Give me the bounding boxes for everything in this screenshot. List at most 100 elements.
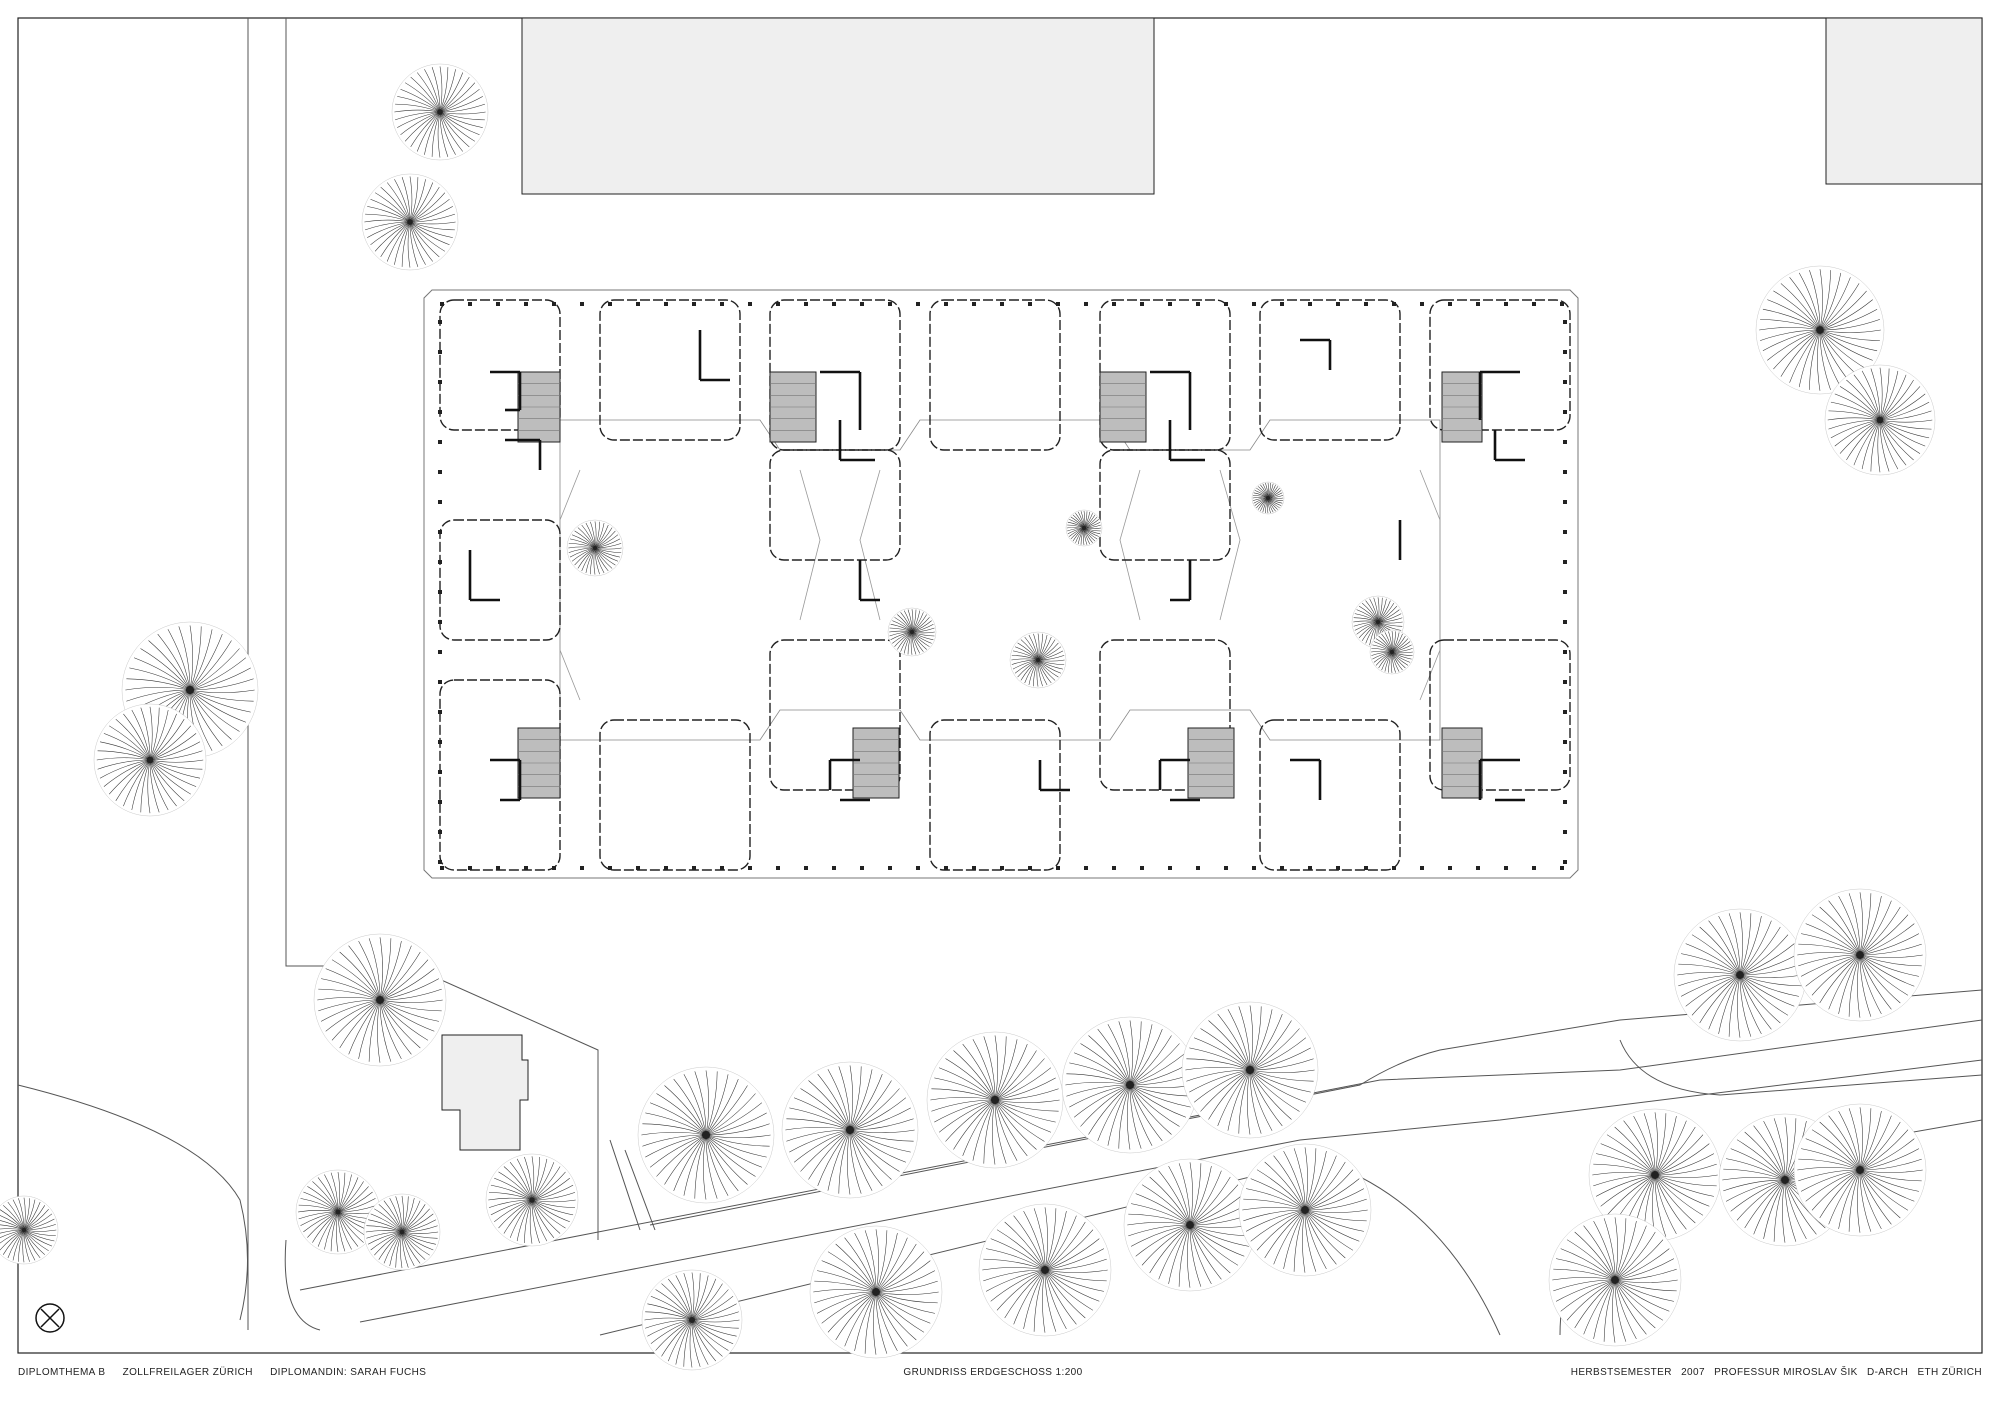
tree-branch bbox=[1600, 1143, 1656, 1176]
tree-branch bbox=[23, 1199, 36, 1231]
tree-branch bbox=[844, 1291, 877, 1347]
tree-branch bbox=[1249, 1069, 1311, 1093]
tree-branch bbox=[23, 1229, 56, 1236]
tree-branch bbox=[982, 1267, 1046, 1271]
tree-branch bbox=[1879, 419, 1899, 470]
tree-branch bbox=[705, 1134, 756, 1177]
tree-branch bbox=[703, 1134, 707, 1200]
column bbox=[944, 866, 948, 870]
tree-branch bbox=[875, 1291, 938, 1304]
tree-branch bbox=[23, 1205, 46, 1231]
column bbox=[1563, 350, 1567, 354]
tree-branch bbox=[800, 1129, 851, 1172]
tree-trunk bbox=[437, 109, 443, 115]
tree-branch bbox=[1819, 329, 1831, 390]
column bbox=[1056, 866, 1060, 870]
tree-branch bbox=[99, 741, 151, 761]
tree-branch bbox=[23, 1201, 41, 1231]
tree-branch bbox=[1614, 1279, 1677, 1292]
tree-branch bbox=[1245, 1209, 1306, 1232]
tree-branch bbox=[1859, 1138, 1915, 1171]
tree-branch bbox=[490, 1184, 533, 1201]
caption-school: ETH ZÜRICH bbox=[1917, 1367, 1982, 1378]
tree-branch bbox=[1739, 974, 1802, 987]
tree-branch bbox=[1846, 419, 1881, 461]
tree-branch bbox=[531, 1199, 548, 1242]
neighbour-building-northeast bbox=[1825, 17, 1983, 185]
tree-trunk bbox=[1266, 496, 1270, 500]
tree-branch bbox=[574, 547, 596, 566]
tree-branch bbox=[1249, 1069, 1283, 1127]
tree-branch bbox=[568, 543, 596, 549]
tree-branch bbox=[1013, 1269, 1046, 1325]
column bbox=[1563, 320, 1567, 324]
tree-branch bbox=[1857, 954, 1861, 1018]
tree-branch bbox=[705, 1134, 770, 1147]
tree-branch bbox=[1246, 1188, 1306, 1211]
tree-branch bbox=[1014, 659, 1039, 674]
tree-branch bbox=[416, 72, 441, 113]
tree-branch bbox=[379, 999, 392, 1062]
tree-branch bbox=[994, 1099, 1007, 1164]
tree-branch bbox=[131, 759, 151, 811]
tree-branch bbox=[1830, 419, 1881, 439]
tree-branch bbox=[594, 547, 616, 566]
tree-branch bbox=[401, 1231, 436, 1245]
tree-branch bbox=[148, 640, 191, 691]
tree-branch bbox=[705, 1071, 718, 1136]
column bbox=[438, 800, 442, 804]
tree-branch bbox=[1304, 1151, 1327, 1211]
tree-branch bbox=[594, 547, 622, 553]
tree-icon bbox=[978, 1203, 1112, 1337]
column bbox=[552, 302, 556, 306]
tree-branch bbox=[1654, 1120, 1687, 1176]
tree-branch bbox=[1838, 1110, 1861, 1171]
tree-branch bbox=[594, 543, 622, 549]
tree-branch bbox=[400, 88, 441, 113]
tree-branch bbox=[875, 1291, 939, 1295]
tree-branch bbox=[516, 1158, 533, 1201]
tree-branch bbox=[930, 1097, 996, 1101]
tree-branch bbox=[531, 1199, 566, 1229]
tree-branch bbox=[1044, 1269, 1108, 1273]
tree-branch bbox=[873, 1291, 877, 1355]
tree-trunk bbox=[1611, 1276, 1619, 1284]
tree-branch bbox=[23, 1209, 49, 1231]
tree-branch bbox=[1273, 1209, 1306, 1265]
column bbox=[776, 866, 780, 870]
tree-branch bbox=[23, 1229, 49, 1252]
tree-branch bbox=[401, 1231, 434, 1251]
neighbour-buildings bbox=[441, 17, 1983, 1151]
tree-branch bbox=[1011, 655, 1039, 661]
tree-branch bbox=[1819, 319, 1880, 331]
tree-branch bbox=[126, 689, 191, 702]
tree-branch bbox=[1614, 1221, 1637, 1281]
tree-branch bbox=[531, 1192, 576, 1201]
column bbox=[804, 866, 808, 870]
tree-branch bbox=[400, 111, 441, 136]
tree-branch bbox=[149, 759, 169, 811]
tree-branch bbox=[1128, 1213, 1191, 1226]
tree-branch bbox=[849, 1107, 911, 1131]
tree-branch bbox=[1553, 1268, 1616, 1281]
column bbox=[1420, 866, 1424, 870]
tree-branch bbox=[189, 625, 193, 691]
tree-branch bbox=[439, 76, 470, 113]
tree-branch bbox=[12, 1229, 25, 1261]
tree-branch bbox=[324, 1211, 339, 1250]
tree-branch bbox=[875, 1280, 938, 1293]
tree-branch bbox=[849, 1129, 883, 1187]
tree-branch bbox=[694, 1134, 707, 1199]
pavilion-room bbox=[1259, 299, 1401, 441]
tree-branch bbox=[364, 219, 411, 223]
tree-branch bbox=[23, 1213, 53, 1231]
tree-branch bbox=[108, 759, 151, 795]
tree-branch bbox=[817, 1073, 851, 1131]
tree-branch bbox=[649, 1134, 707, 1168]
tree-branch bbox=[401, 1204, 426, 1233]
tree-branch bbox=[400, 1231, 403, 1269]
tree-branch bbox=[945, 1099, 996, 1142]
tree-branch bbox=[1739, 974, 1795, 1007]
column bbox=[1392, 302, 1396, 306]
tree-branch bbox=[1699, 974, 1741, 1024]
